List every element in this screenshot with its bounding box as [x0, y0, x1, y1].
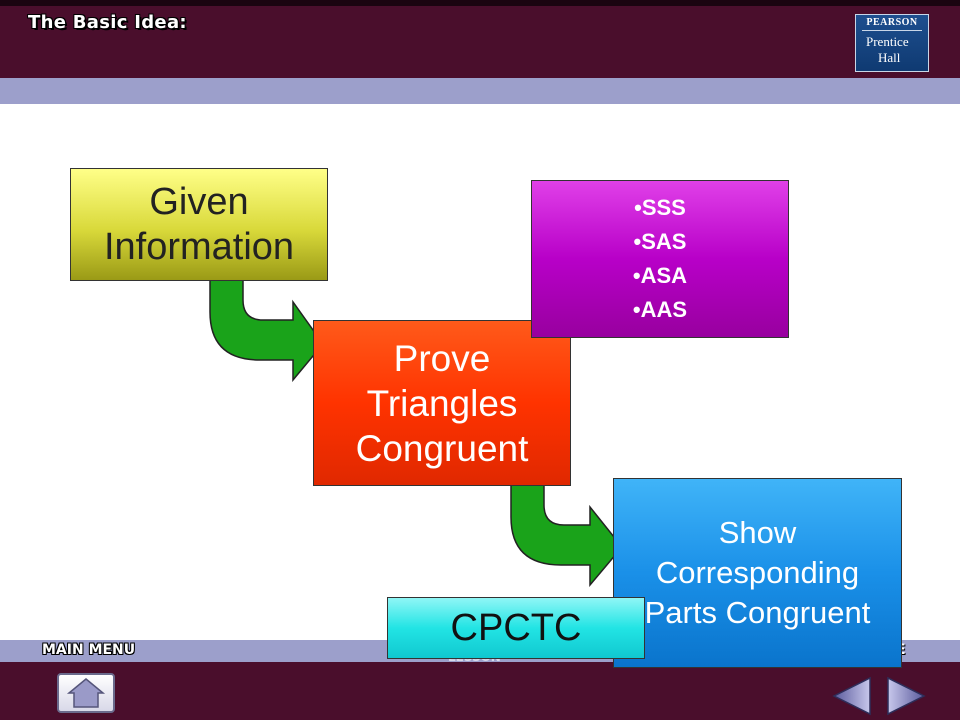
previous-slide-button[interactable] [830, 676, 874, 716]
home-icon [66, 678, 106, 708]
slide-title: The Basic Idea: [28, 12, 187, 33]
show-corresponding-parts-box: Show Corresponding Parts Congruent [613, 478, 902, 668]
prev-arrow-icon [832, 676, 871, 716]
congruence-methods-box: •SSS •SAS •ASA •AAS [531, 180, 789, 338]
given-information-label: Given Information [103, 180, 295, 268]
curved-arrow-icon [209, 272, 324, 382]
pearson-logo: PEARSON Prentice Hall [855, 14, 929, 72]
home-button[interactable] [57, 673, 115, 713]
method-sss: •SSS [634, 195, 686, 220]
cpctc-box: CPCTC [387, 597, 645, 659]
show-corresponding-parts-label: Show Corresponding Parts Congruent [644, 515, 871, 630]
method-aas: •AAS [632, 297, 688, 322]
next-arrow-icon [887, 676, 926, 716]
logo-rule [862, 30, 922, 31]
next-slide-button[interactable] [884, 676, 928, 716]
header-band [0, 78, 960, 104]
given-information-box: Given Information [70, 168, 328, 281]
logo-hall-text: Hall [878, 50, 901, 65]
cpctc-label: CPCTC [450, 606, 582, 649]
main-menu-link[interactable]: MAIN MENU [42, 642, 136, 658]
logo-pearson-text: PEARSON [866, 17, 918, 28]
logo-prentice-text: Prentice [866, 34, 909, 49]
prove-triangles-label: Prove Triangles Congruent [355, 337, 529, 469]
header-bar [0, 0, 960, 78]
method-sas: •SAS [633, 229, 687, 254]
prove-triangles-box: Prove Triangles Congruent [313, 320, 571, 486]
curved-arrow-icon [510, 475, 623, 587]
method-asa: •ASA [632, 263, 688, 288]
